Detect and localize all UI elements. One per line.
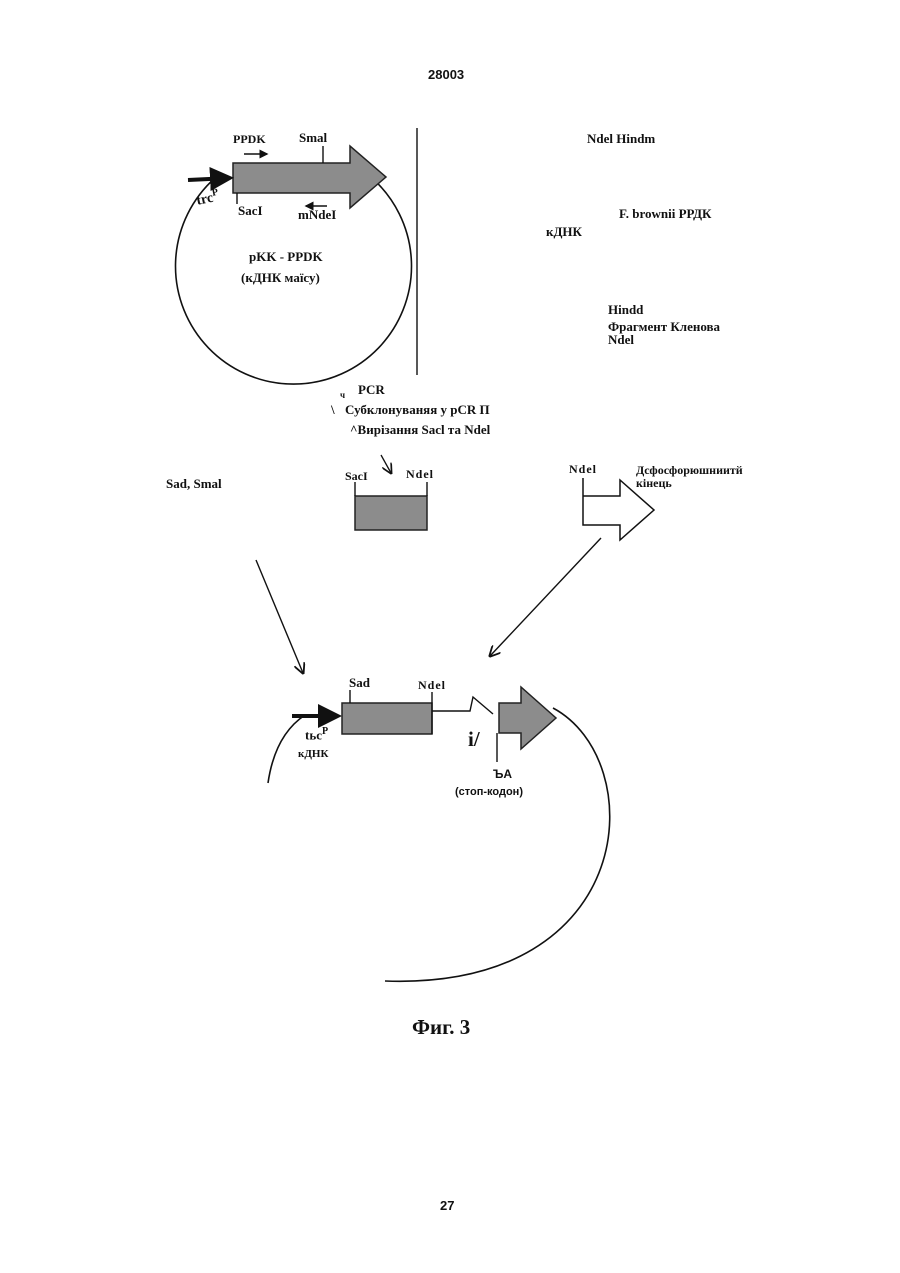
top-gene-arrow: [233, 146, 386, 208]
ndel-hindm-label: Ndel Hindm: [587, 132, 655, 146]
bottom-gene-box: [342, 703, 432, 734]
fragment-box: [355, 496, 427, 530]
junction-line: [432, 697, 493, 714]
step-slash: \: [331, 403, 335, 417]
mndel-site-label: mNdeI: [298, 208, 336, 222]
sad-smal-label: Sad, Smal: [166, 477, 222, 491]
trc-promoter-arrow: [188, 178, 230, 180]
figure-caption: Фиг. 3: [412, 1016, 470, 1038]
fragment-ndel-label: Ndel: [406, 467, 434, 481]
bottom-trc-promoter-label: tьcP: [305, 725, 328, 742]
excision-step-label: ^Вирізання Sacl та Ndel: [350, 423, 490, 437]
bottom-sad-label: Sad: [349, 676, 370, 690]
fbrownii-ppdk-label: F. brownii РРДК: [619, 207, 711, 221]
hindd-label: Hindd: [608, 303, 643, 317]
saci-site-label: SacI: [238, 204, 263, 218]
bottom-trc-promoter-text: tьc: [305, 727, 322, 742]
dephosphorylated-end-label: Дсфосфорюшниитй: [636, 463, 743, 477]
codon-label: ЪA: [493, 767, 512, 781]
ppdk-primer-label: PPDK: [233, 132, 266, 146]
dephosphorylated-end-label-2: кінець: [636, 476, 672, 490]
plasmid-name: pKK - PPDK: [249, 250, 323, 264]
step-mark: ч: [340, 388, 345, 402]
left-ligation-arrow: [256, 560, 303, 673]
smal-site-label: Smal: [299, 131, 327, 145]
right-ligation-arrow: [490, 538, 601, 656]
bottom-cdna-label: кДНК: [298, 747, 328, 761]
ndel-step-label: Ndel: [608, 333, 634, 347]
plasmid-subtitle: (кДНК маїсу): [241, 271, 320, 285]
bottom-trc-promoter-superscript: P: [322, 726, 328, 737]
bottom-fbrownii-arrow: [499, 687, 556, 749]
fragment-saci-label: SacI: [345, 469, 368, 483]
bottom-ndel-label: Ndel: [418, 678, 446, 692]
pcr-step-label: PCR: [358, 383, 385, 397]
junction-mark: i/: [468, 728, 480, 750]
step-arrow: [381, 455, 391, 473]
right-ndel-label: Ndel: [569, 462, 597, 476]
subcloning-step-label: Субклонуваняя у pCR П: [345, 403, 490, 417]
stop-codon-label: (стоп-кодон): [455, 785, 523, 799]
cdna-label: кДНК: [546, 225, 582, 239]
